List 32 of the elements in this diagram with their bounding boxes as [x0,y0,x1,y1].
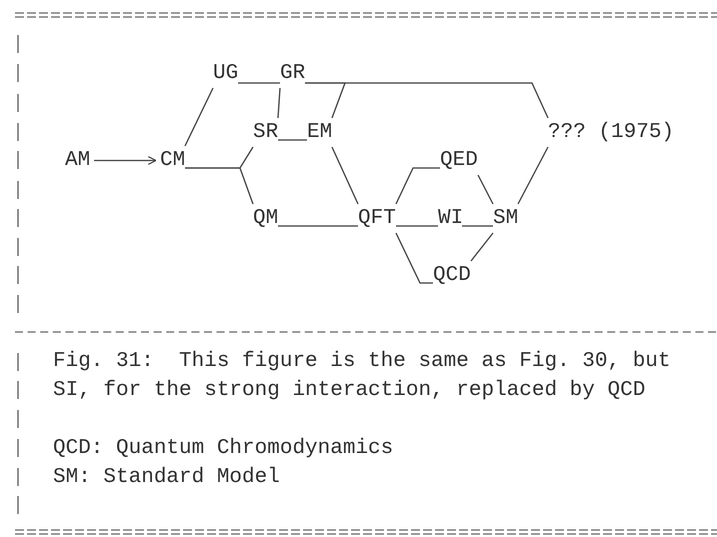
connector-line [277,225,359,227]
node-label: GR [280,58,306,88]
connector-line [277,88,281,118]
connector-line [396,225,439,227]
connector-line [395,167,440,204]
connector-line [477,174,494,204]
connector-line [470,232,494,262]
node-label: UG [213,58,238,88]
node-label: EM [307,118,332,146]
connector-line [331,146,359,204]
abbreviation-note: QCD: Quantum Chromodynamics [53,436,394,462]
connector-line [517,146,549,204]
node-label: QFT [358,204,396,232]
connector-line [184,88,214,146]
node-label: QCD [433,260,471,290]
connector-line [395,232,433,284]
node-label: SR [253,118,278,146]
node-label: ??? (1975) [548,118,674,146]
connector-line [185,167,254,204]
connector-line [237,82,281,84]
connector-line [305,82,549,118]
node-label: SM [493,204,518,232]
connector-line [277,139,308,141]
node-label: QM [253,204,278,232]
arrow [94,156,157,166]
node-label: QED [440,146,478,174]
node-label: AM [65,146,90,174]
connector-line [461,225,494,227]
node-label: CM [160,146,186,174]
abbreviation-note: SM: Standard Model [53,465,280,491]
node-label: WI [438,204,464,232]
caption: Fig. 31: This figure is the same as Fig. 30, but SI, for the strong interaction, replaced by QCD [53,349,672,404]
